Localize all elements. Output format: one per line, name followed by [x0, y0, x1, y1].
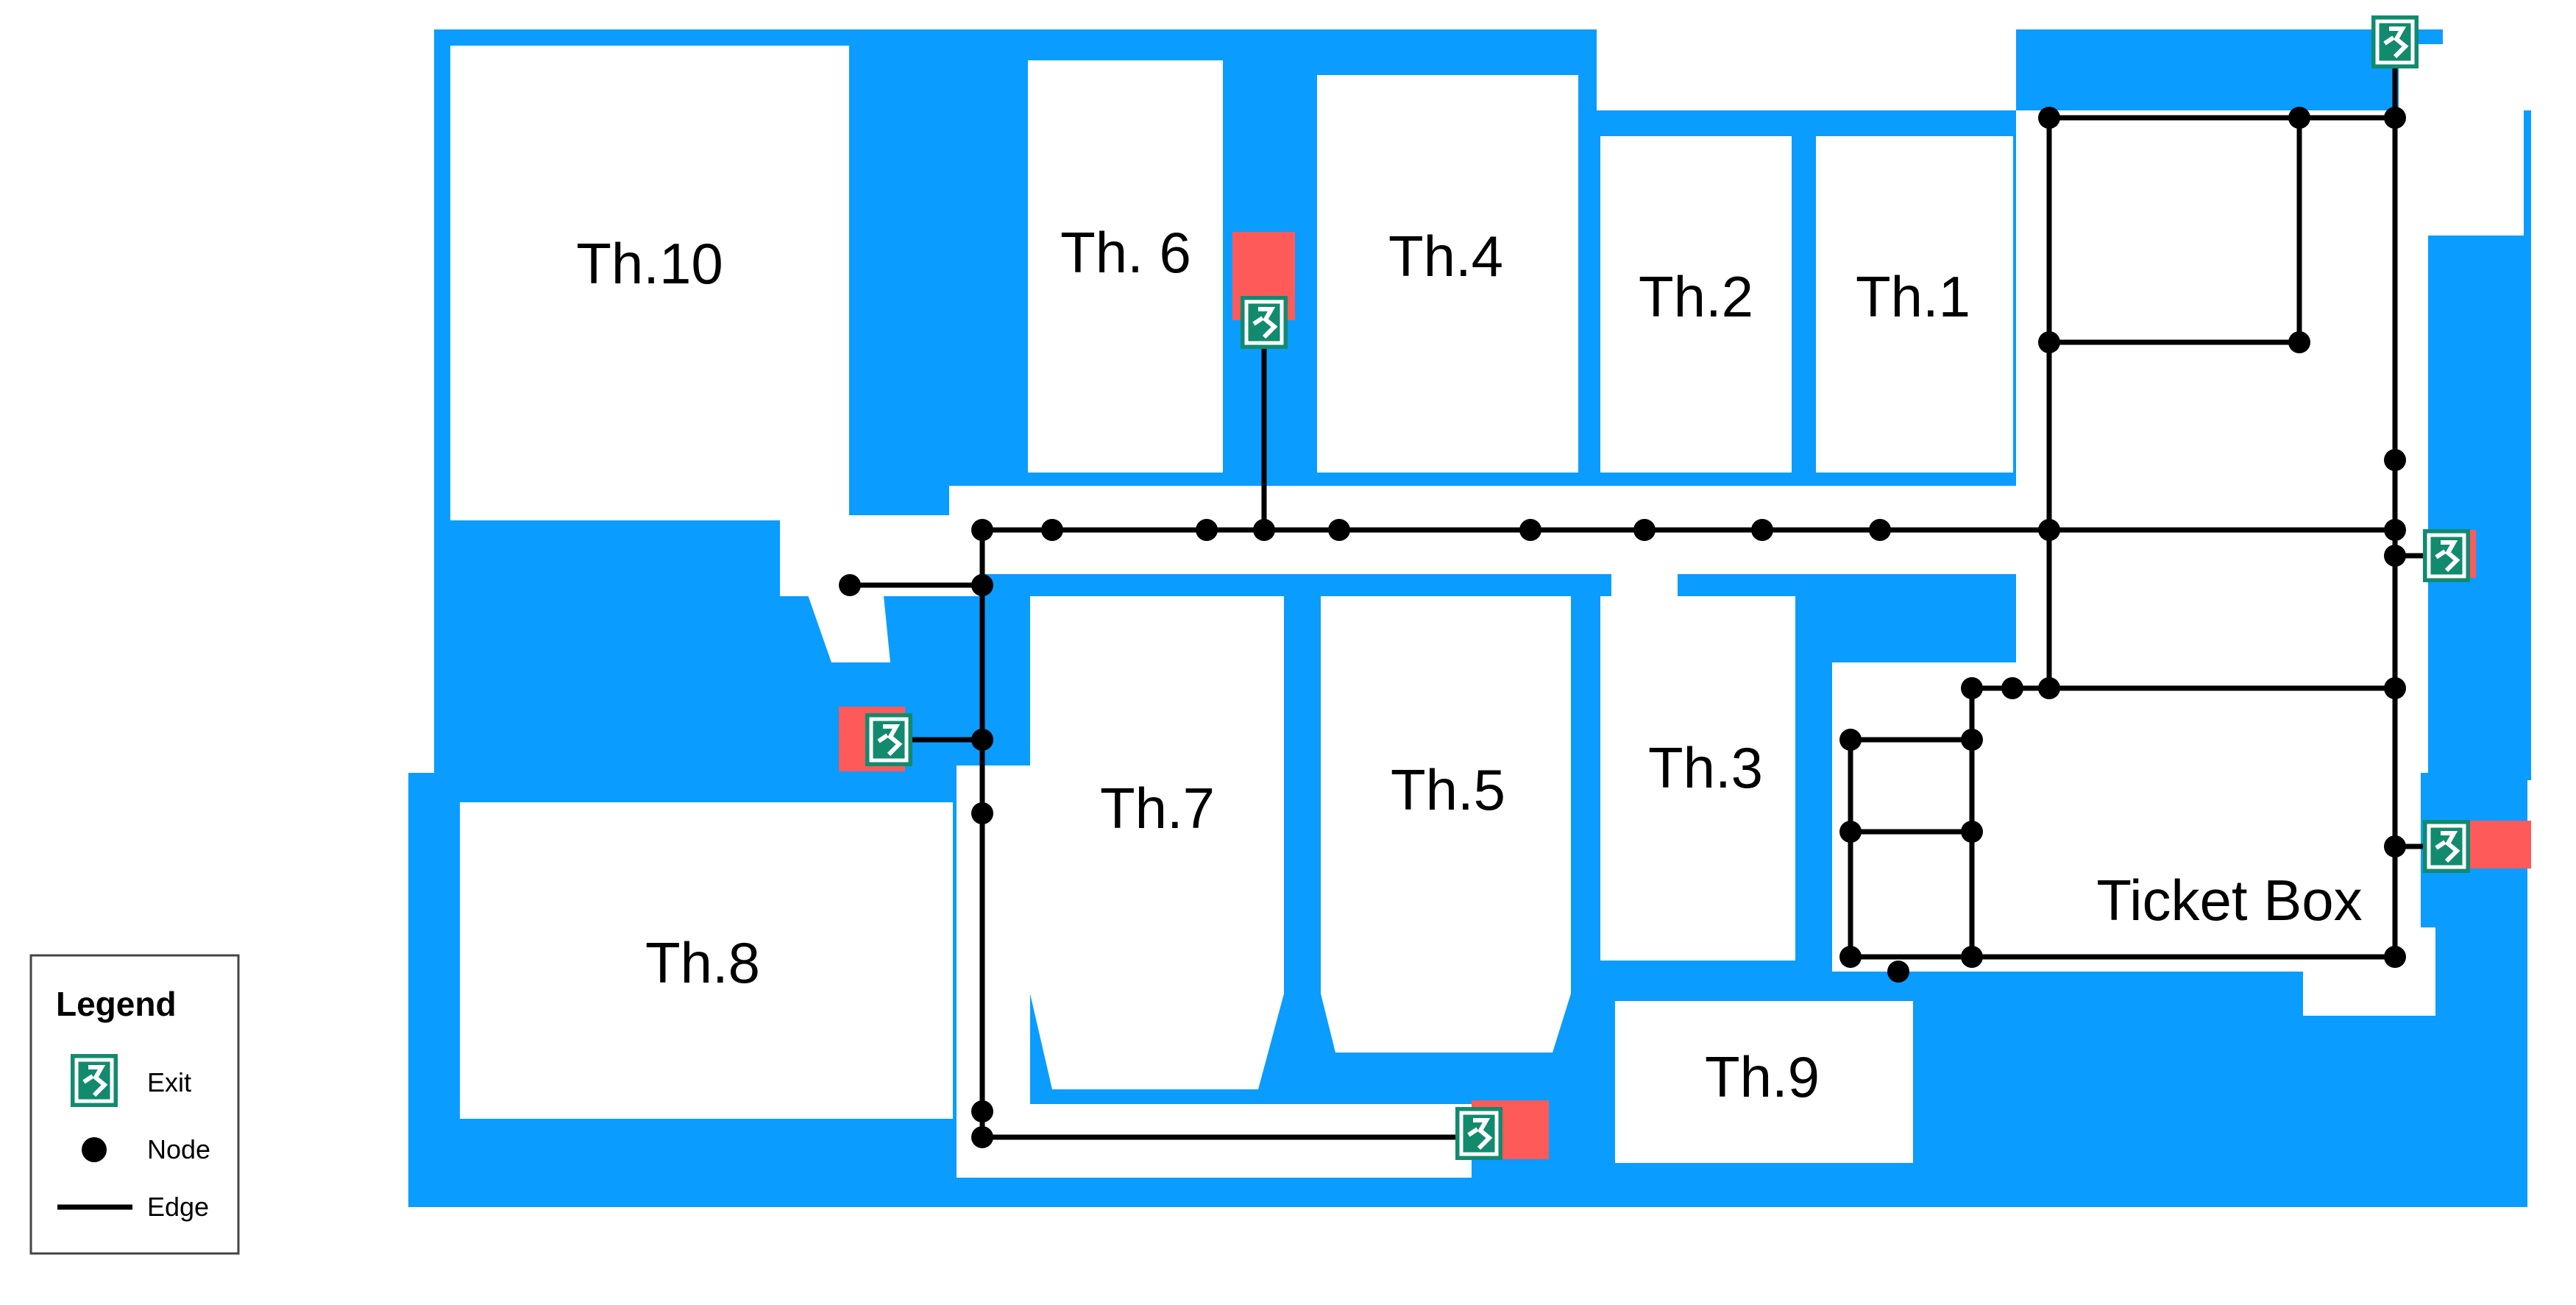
node — [1839, 946, 1862, 968]
exit-sign-icon — [71, 1054, 118, 1107]
legend-box — [29, 954, 240, 1255]
room-label-th5: Th.5 — [1391, 757, 1505, 822]
node — [2384, 946, 2406, 968]
node — [2288, 331, 2310, 353]
node — [971, 729, 993, 751]
room-th2 — [1600, 136, 1792, 473]
room-th8 — [460, 802, 953, 1119]
node — [971, 1100, 993, 1122]
node — [2384, 835, 2406, 857]
legend-label-node: Node — [147, 1134, 210, 1164]
exit-sign-icon — [2371, 15, 2419, 68]
room-label-th7: Th.7 — [1100, 776, 1215, 841]
exit-sign-icon — [1241, 296, 1288, 349]
room-label-th3: Th.3 — [1648, 735, 1763, 800]
room-th5 — [1321, 596, 1571, 1053]
room-ticket-box — [1994, 692, 2380, 913]
node — [1961, 677, 1983, 699]
legend-label-exit: Exit — [147, 1067, 191, 1097]
node — [1887, 961, 1909, 983]
node — [1961, 821, 1983, 843]
room-th9 — [1615, 1001, 1913, 1163]
node — [971, 519, 993, 541]
node — [1519, 519, 1541, 541]
node — [971, 574, 993, 596]
room-label-th10: Th.10 — [576, 231, 723, 296]
legend: Legend Exit Node Edge — [29, 954, 240, 1255]
node — [1328, 519, 1350, 541]
node — [2001, 677, 2023, 699]
room-label-ticket-box: Ticket Box — [2096, 868, 2362, 933]
room-th7 — [1030, 596, 1284, 1089]
node — [971, 802, 993, 824]
node — [1196, 519, 1218, 541]
room-th4 — [1317, 75, 1578, 473]
node — [1961, 729, 1983, 751]
rooms — [450, 46, 2380, 1163]
exit-sign-icon — [1455, 1107, 1502, 1160]
room-label-th8: Th.8 — [645, 930, 760, 995]
node — [839, 574, 861, 596]
node-points — [839, 107, 2406, 1148]
node — [1961, 946, 1983, 968]
node — [1633, 519, 1656, 541]
node — [2288, 107, 2310, 129]
node — [1869, 519, 1891, 541]
node — [1839, 821, 1862, 843]
room-label-th4: Th.4 — [1388, 224, 1503, 289]
legend-label-edge: Edge — [147, 1192, 209, 1222]
exit-sign-icon — [865, 713, 912, 766]
node — [1253, 519, 1275, 541]
room-label-th9: Th.9 — [1705, 1044, 1820, 1109]
node — [2384, 677, 2406, 699]
node-dot-icon — [82, 1137, 107, 1162]
room-th10 — [450, 46, 849, 520]
node — [1839, 729, 1862, 751]
node — [2384, 545, 2406, 567]
node — [1751, 519, 1773, 541]
node — [1041, 519, 1063, 541]
node — [2038, 331, 2060, 353]
legend-title: Legend — [56, 985, 177, 1023]
node — [2384, 449, 2406, 471]
room-labels: Th.10 Th. 6 Th.4 Th.2 Th.1 Th.7 Th.5 Th.… — [576, 220, 2362, 1109]
room-label-th6: Th. 6 — [1060, 220, 1191, 285]
node — [2038, 107, 2060, 129]
node — [971, 1126, 993, 1148]
room-label-th1: Th.1 — [1856, 264, 1970, 329]
room-label-th2: Th.2 — [1639, 264, 1753, 329]
node — [2384, 519, 2406, 541]
node — [2038, 519, 2060, 541]
room-th6 — [1028, 60, 1223, 473]
room-th1 — [1816, 136, 2013, 473]
node — [2038, 677, 2060, 699]
exit-sign-icon — [2423, 529, 2470, 582]
exit-sign-icon — [2423, 820, 2470, 873]
node — [2384, 107, 2406, 129]
room-th3 — [1600, 596, 1795, 961]
